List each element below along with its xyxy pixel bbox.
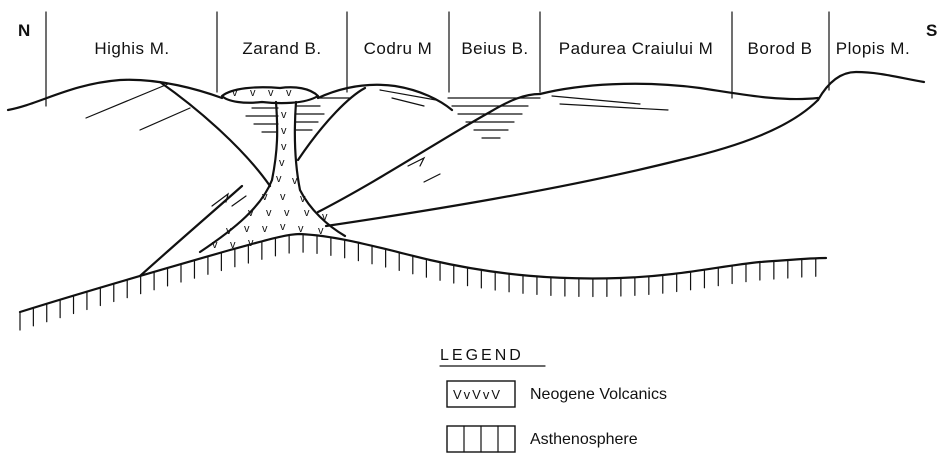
legend-title: LEGEND <box>440 347 524 364</box>
svg-text:v: v <box>244 223 250 235</box>
svg-text:v: v <box>279 157 285 169</box>
beius-basin-sediments <box>448 98 540 138</box>
svg-text:v: v <box>281 109 287 121</box>
thrust-arrows <box>212 158 440 206</box>
legend-label-volcanics: Neogene Volcanics <box>530 386 667 403</box>
legend-label-asthenosphere: Asthenosphere <box>530 431 638 448</box>
svg-text:v: v <box>292 175 298 187</box>
unit-label-padurea-craiului: Padurea Craiului M <box>559 39 714 58</box>
svg-text:v: v <box>276 173 282 185</box>
svg-text:v: v <box>248 207 254 219</box>
svg-text:v: v <box>262 223 268 235</box>
svg-text:v: v <box>268 87 274 99</box>
unit-label-plopis: Plopis M. <box>836 39 910 58</box>
legend: LEGEND VvVvV Neogene Volcanics Asthenosp… <box>440 347 667 452</box>
svg-text:v: v <box>266 207 272 219</box>
svg-text:v: v <box>322 211 328 223</box>
svg-text:v: v <box>262 191 268 203</box>
unit-dividers <box>46 12 829 106</box>
unit-label-codru: Codru M <box>364 39 433 58</box>
volcanics-swatch-symbol: VvVvV <box>453 387 502 402</box>
svg-text:v: v <box>284 207 290 219</box>
svg-text:v: v <box>286 87 292 99</box>
svg-text:v: v <box>281 125 287 137</box>
svg-text:v: v <box>281 141 287 153</box>
svg-text:v: v <box>300 193 306 205</box>
south-label: S <box>926 21 937 40</box>
unit-label-highis: Highis M. <box>94 39 169 58</box>
svg-text:v: v <box>232 87 238 99</box>
asthenosphere-boundary <box>20 234 826 330</box>
svg-text:v: v <box>250 87 256 99</box>
asthenosphere-hatch <box>20 234 816 330</box>
svg-text:v: v <box>226 225 232 237</box>
unit-label-borod: Borod B <box>748 39 813 58</box>
svg-text:v: v <box>212 239 218 251</box>
north-label: N <box>18 21 30 40</box>
unit-label-zarand: Zarand B. <box>242 39 321 58</box>
svg-text:v: v <box>280 221 286 233</box>
svg-text:v: v <box>280 191 286 203</box>
unit-label-beius: Beius B. <box>461 39 528 58</box>
svg-text:v: v <box>304 207 310 219</box>
nappe-outlines <box>8 72 924 276</box>
